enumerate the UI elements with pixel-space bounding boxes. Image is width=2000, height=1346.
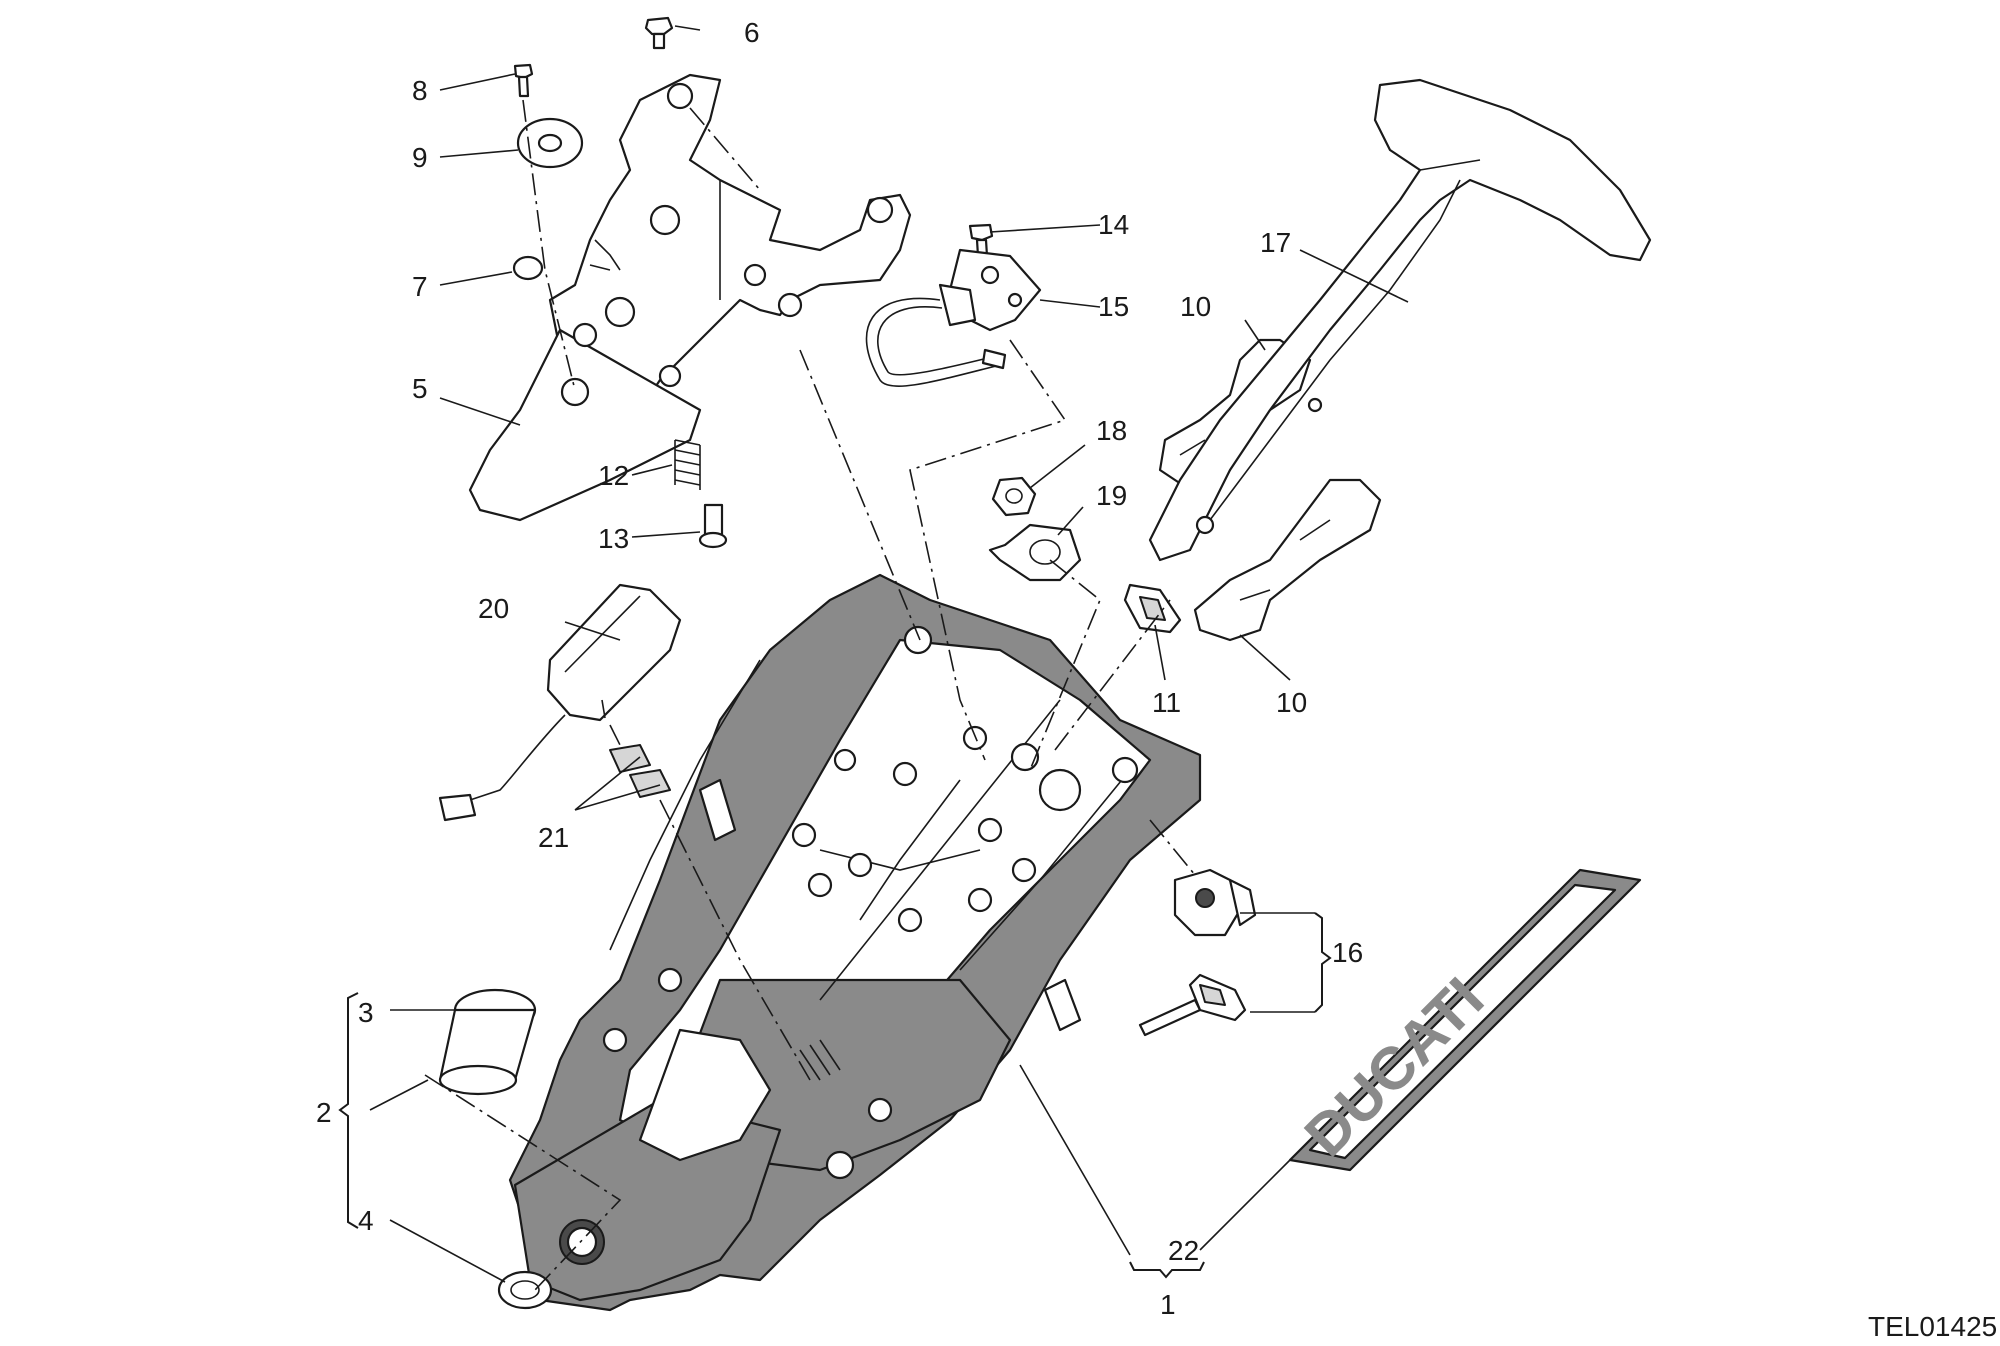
callout-17: 17 [1260,227,1291,258]
callout-11: 11 [1152,687,1181,718]
seat-lock-15 [865,248,1042,387]
callout-19: 19 [1096,480,1127,511]
spring-12 [674,439,701,490]
plate-19 [988,523,1082,582]
cap-7 [512,255,544,281]
callout-2: 2 [316,1097,332,1128]
gasket-11 [1123,583,1182,634]
callout-7: 7 [412,271,428,302]
grab-handle-17 [1148,78,1652,562]
callout-18: 18 [1096,415,1127,446]
key-16 [1138,973,1247,1037]
callout-15: 15 [1098,291,1129,322]
callout-3: 3 [358,997,374,1028]
callout-12: 12 [598,460,629,491]
callout-10-upper: 10 [1180,291,1211,322]
pads-21 [609,744,671,798]
tail-frame-part [508,573,1202,1312]
callout-5: 5 [412,373,428,404]
callout-6: 6 [744,17,760,48]
callout-14: 14 [1098,209,1129,240]
callout-21: 21 [538,822,569,853]
callout-9: 9 [412,142,428,173]
mounting-bracket-part [468,73,912,522]
lock-cylinder-16 [1173,868,1257,937]
guide-10-lower [1193,478,1382,642]
callout-10-lower: 10 [1276,687,1307,718]
callout-8: 8 [412,75,428,106]
callout-22: 22 [1168,1235,1199,1266]
leader-lines [369,25,1409,1283]
ring-nut-4 [497,1270,553,1310]
callout-13: 13 [598,523,629,554]
braces [338,912,1332,1279]
control-unit-20 [438,583,682,822]
callout-labels: 6 8 9 7 5 12 13 14 15 10 17 18 19 11 10 … [316,17,1363,1320]
callout-20: 20 [478,593,509,624]
screw-8 [513,63,534,98]
ducati-decal-22: DUCATI [1288,868,1642,1172]
damper-washer-9 [516,117,584,169]
nut-18 [991,476,1037,517]
callout-16: 16 [1332,937,1363,968]
12v-socket-3 [438,988,537,1096]
callout-4: 4 [358,1205,374,1236]
drawing-code: TEL01425 [1868,1311,1997,1342]
callout-1: 1 [1160,1289,1176,1320]
alignment-lines [424,99,1196,1291]
screw-6 [644,16,674,50]
pin-13 [698,503,728,549]
